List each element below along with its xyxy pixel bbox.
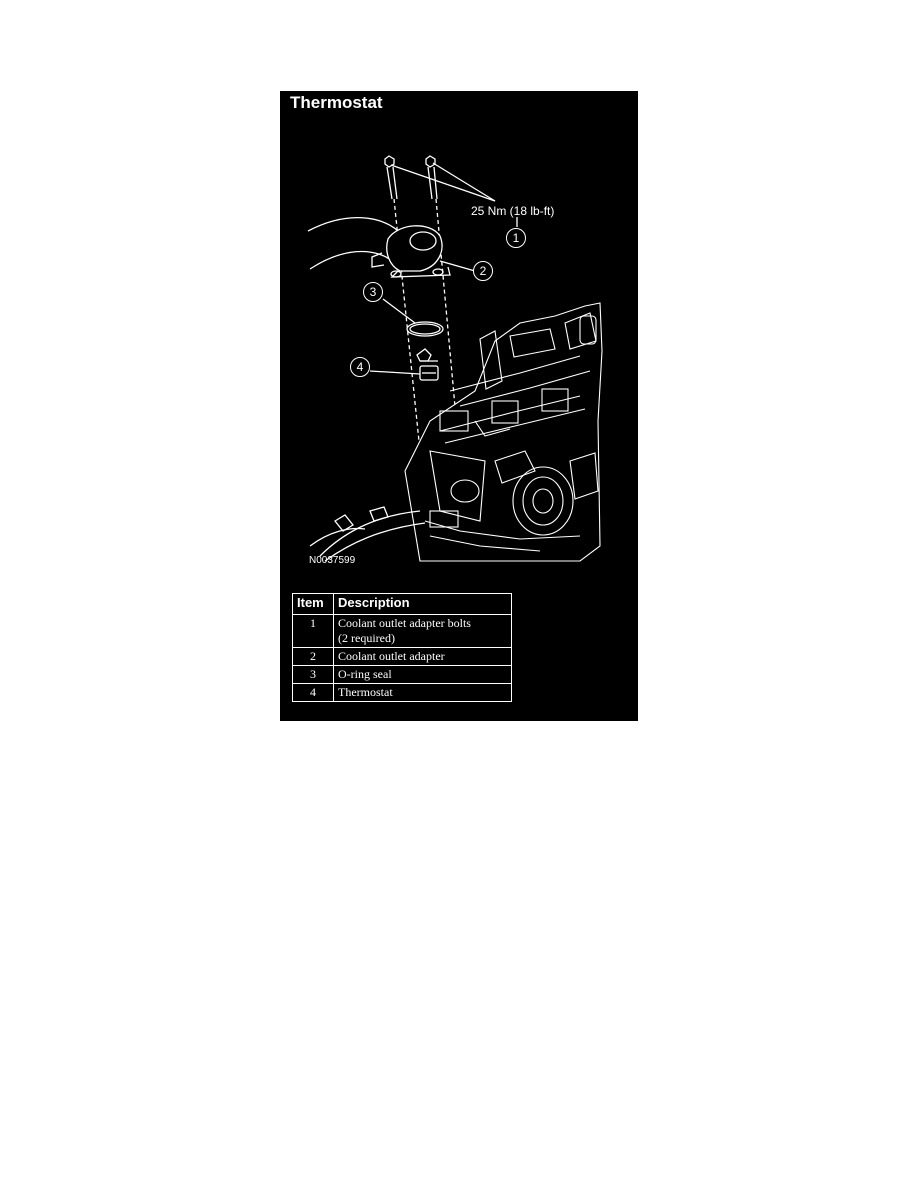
exploded-view-illustration — [307, 155, 603, 562]
callout-4: 4 — [350, 357, 370, 377]
legend-item-description: Coolant outlet adapter — [333, 647, 512, 666]
legend-header-row: Item Description — [292, 593, 512, 615]
table-row: 2 Coolant outlet adapter — [292, 647, 512, 666]
legend-table: Item Description 1 Coolant outlet adapte… — [292, 593, 512, 702]
legend-item-description: O-ring seal — [333, 665, 512, 684]
legend-header-item: Item — [292, 593, 334, 615]
legend-item-number: 3 — [292, 665, 334, 684]
figure-code: N0037599 — [309, 555, 356, 566]
wiring-harness — [309, 506, 426, 562]
description-line: Coolant outlet adapter bolts — [338, 616, 471, 630]
table-row: 4 Thermostat — [292, 683, 512, 702]
table-row: 3 O-ring seal — [292, 665, 512, 684]
legend-item-number: 4 — [292, 683, 334, 702]
legend-item-description: Thermostat — [333, 683, 512, 702]
thermostat-part — [416, 348, 439, 381]
thermostat-figure: Thermostat — [280, 91, 638, 721]
table-row: 1 Coolant outlet adapter bolts (2 requir… — [292, 614, 512, 648]
engine-assembly — [404, 302, 603, 562]
callout-2: 2 — [473, 261, 493, 281]
bolt-left — [384, 155, 398, 200]
legend-item-description: Coolant outlet adapter bolts (2 required… — [333, 614, 512, 648]
coolant-outlet-adapter — [371, 225, 451, 278]
callout-3: 3 — [363, 282, 383, 302]
legend-item-number: 2 — [292, 647, 334, 666]
bolt-right — [425, 155, 438, 200]
description-line: (2 required) — [338, 631, 395, 645]
torque-spec: 25 Nm (18 lb-ft) — [471, 204, 555, 218]
callout-1: 1 — [506, 228, 526, 248]
figure-title: Thermostat — [290, 93, 383, 112]
legend-header-description: Description — [333, 593, 512, 615]
legend-item-number: 1 — [292, 614, 334, 648]
o-ring — [406, 321, 444, 337]
